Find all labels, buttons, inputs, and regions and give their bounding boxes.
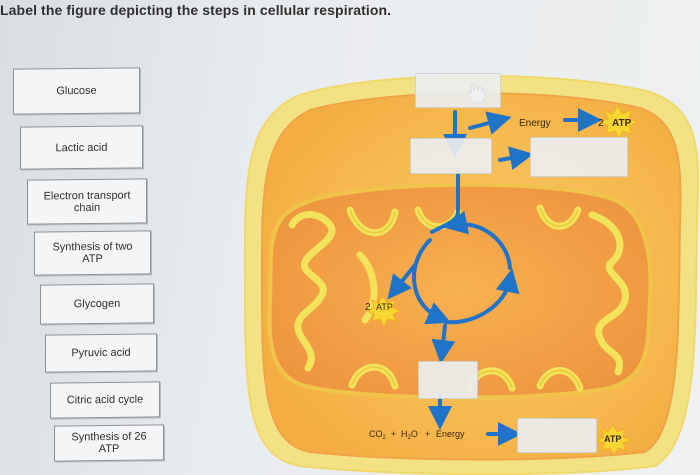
atp-label-bottom: ATP (604, 434, 621, 444)
plus-label-2: + (425, 429, 430, 439)
energy-label-bottom: Energy (436, 429, 465, 439)
co2-label: CO2 (369, 429, 387, 441)
atp-burst-bottom (595, 424, 633, 457)
atp-label-mid: ATP (376, 302, 393, 312)
drop-zone-mitochondrion[interactable] (418, 361, 478, 399)
mitochondrion (267, 182, 653, 400)
drop-zone-top[interactable] (415, 73, 501, 108)
atp-burst-mid (365, 295, 403, 328)
drop-zone-bottom[interactable] (517, 418, 597, 453)
h2o-label: H2O (401, 429, 418, 441)
plus-label-1: + (391, 429, 396, 439)
energy-label-top: Energy (519, 118, 551, 129)
atp-burst-top (598, 105, 640, 141)
drop-zone-upper-right[interactable] (530, 137, 628, 177)
two-label-top: 2 (598, 118, 604, 129)
pathway-arrows (387, 108, 602, 446)
page-title: Label the figure depicting the steps in … (0, 2, 392, 18)
two-label-mid: 2 (365, 302, 371, 313)
drop-zone-upper-left[interactable] (410, 138, 492, 174)
atp-label-top: ATP (612, 118, 632, 129)
